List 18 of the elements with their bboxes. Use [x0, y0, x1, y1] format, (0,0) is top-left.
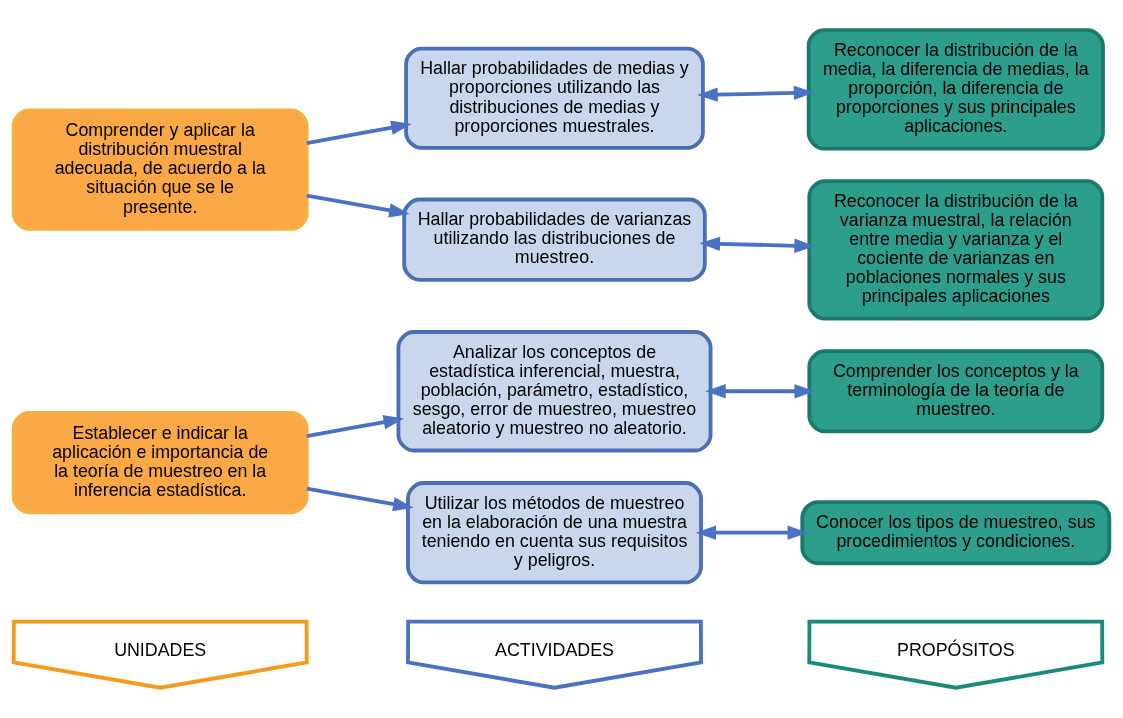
- arrow: [306, 486, 414, 512]
- node-box: Comprender y aplicar la distribución muestral adecuada, de acuerdo a la situación que se le presente.: [11, 108, 309, 231]
- node-box: Hallar probabilidades de medias y proporciones utilizando las distribuciones de medias y proporciones muestrales.: [404, 46, 705, 150]
- node-box: Utilizar los métodos de muestreo en la elaboración de una muestra teniendo en cuenta sus requisitos y peligros.: [406, 481, 703, 585]
- arrow: [697, 85, 815, 102]
- arrow: [306, 120, 412, 145]
- node-box: Hallar probabilidades de varianzas utilizando las distribuciones de muestreo.: [402, 197, 707, 282]
- arrow: [306, 415, 404, 438]
- node-box: Establecer e indicar la aplicación e importancia de la teoría de muestreo en la inferencia estadística.: [11, 411, 309, 515]
- node-box: Analizar los conceptos de estadística inferencial, muestra, población, parámetro, estadístico, sesgo, error de muestreo, muestreo aleatorio y muestreo no aleatorio.: [396, 330, 713, 453]
- arrow: [705, 384, 815, 399]
- arrow: [699, 236, 815, 253]
- node-box: Conocer los tipos de muestreo, sus procedimientos y condiciones.: [800, 500, 1112, 566]
- arrow: [695, 525, 808, 540]
- node-box: Reconocer la distribución de la media, la diferencia de medias, la proporción, la diferencia de proporciones y sus principales aplicaciones.: [806, 28, 1105, 151]
- arrow: [306, 193, 410, 218]
- node-box: Reconocer la distribución de la varianza muestral, la relación entre media y varianza y el cociente de varianzas en poblaciones normales y sus principales aplicaciones: [807, 179, 1105, 321]
- node-box: Comprender los conceptos y la terminología de la teoría de muestreo.: [807, 349, 1105, 434]
